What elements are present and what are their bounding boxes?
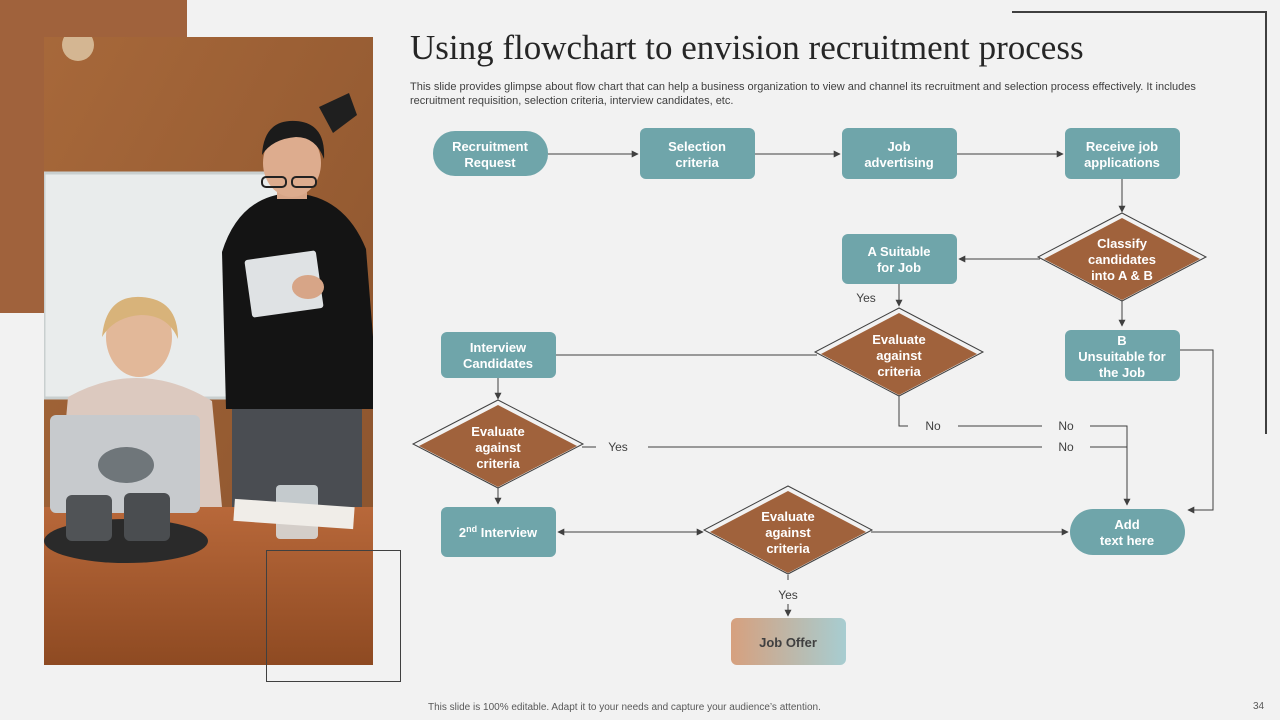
node-label-line: Evaluate [761,509,814,524]
edge-label-yes: Yes [608,440,628,454]
node-label-line: criteria [877,364,921,379]
node-label-line: criteria [766,541,810,556]
slide-title: Using flowchart to envision recruitment … [410,28,1084,67]
node-evaluate-decision-2: Evaluate against criteria [411,399,585,489]
decorative-frame [266,550,401,682]
edge-eval1-no-to-add [1090,425,1131,506]
node-label-line: Recruitment [452,139,529,154]
footer-note: This slide is 100% editable. Adapt it to… [428,702,821,713]
node-label-line: Receive job [1086,139,1158,154]
node-label-line: Job [887,139,910,154]
node-classify-decision: Classify candidates into A & B [1036,212,1208,302]
node-evaluate-decision-3: Evaluate against criteria [702,485,874,575]
node-label-second-interview: 2nd Interview [459,524,538,540]
node-label-line: Candidates [463,356,533,371]
page-number: 34 [1253,701,1265,712]
edge-unsuitable-to-add [1180,349,1214,514]
edge-eval1-no [898,396,908,427]
node-label-line: B [1117,333,1126,348]
node-selection-criteria: Selection criteria [640,128,755,179]
connectors [494,150,1214,617]
node-label-line: criteria [476,456,520,471]
node-label-line: advertising [864,155,933,170]
node-label-line: A Suitable [867,244,930,259]
node-label-line: for Job [877,260,921,275]
node-add-text: Add text here [1070,509,1185,555]
node-label-line: Selection [668,139,726,154]
node-interview-candidates: Interview Candidates [441,332,556,378]
node-second-interview: 2nd Interview [441,507,556,557]
node-unsuitable-for-job: B Unsuitable for the Job [1065,330,1180,381]
slide-subtitle: This slide provides glimpse about flow c… [410,81,1196,107]
node-job-offer: Job Offer [731,618,846,665]
decorative-corner-line-vertical [1265,11,1267,434]
node-label-line: against [475,440,521,455]
node-label-line: criteria [675,155,719,170]
edge-label-yes: Yes [778,588,798,602]
node-label-line: Add [1114,517,1139,532]
node-label-line: Interview [470,340,527,355]
node-label-line: applications [1084,155,1160,170]
node-label-job-offer: Job Offer [759,635,817,650]
node-label-line: candidates [1088,252,1156,267]
node-label-line: Evaluate [872,332,925,347]
edge-label-no: No [1058,440,1074,454]
node-label-line: Request [464,155,516,170]
node-evaluate-decision-1: Evaluate against criteria [813,307,985,397]
edge-label-no: No [1058,419,1074,433]
decorative-corner-line [1012,11,1267,13]
node-job-advertising: Job advertising [842,128,957,179]
node-label-line: Classify [1097,236,1148,251]
node-label-line: against [765,525,811,540]
node-label-line: the Job [1099,365,1145,380]
node-label-line: text here [1100,533,1154,548]
node-suitable-for-job: A Suitable for Job [842,234,957,284]
node-label-line: Unsuitable for [1078,349,1165,364]
edge-label-no: No [925,419,941,433]
office-photo [44,37,373,665]
node-receive-applications: Receive job applications [1065,128,1180,179]
node-label-line: into A & B [1091,268,1153,283]
node-label-line: against [876,348,922,363]
node-recruitment-request: Recruitment Request [433,131,548,176]
edge-label-yes: Yes [856,291,876,305]
node-label-line: Evaluate [471,424,524,439]
